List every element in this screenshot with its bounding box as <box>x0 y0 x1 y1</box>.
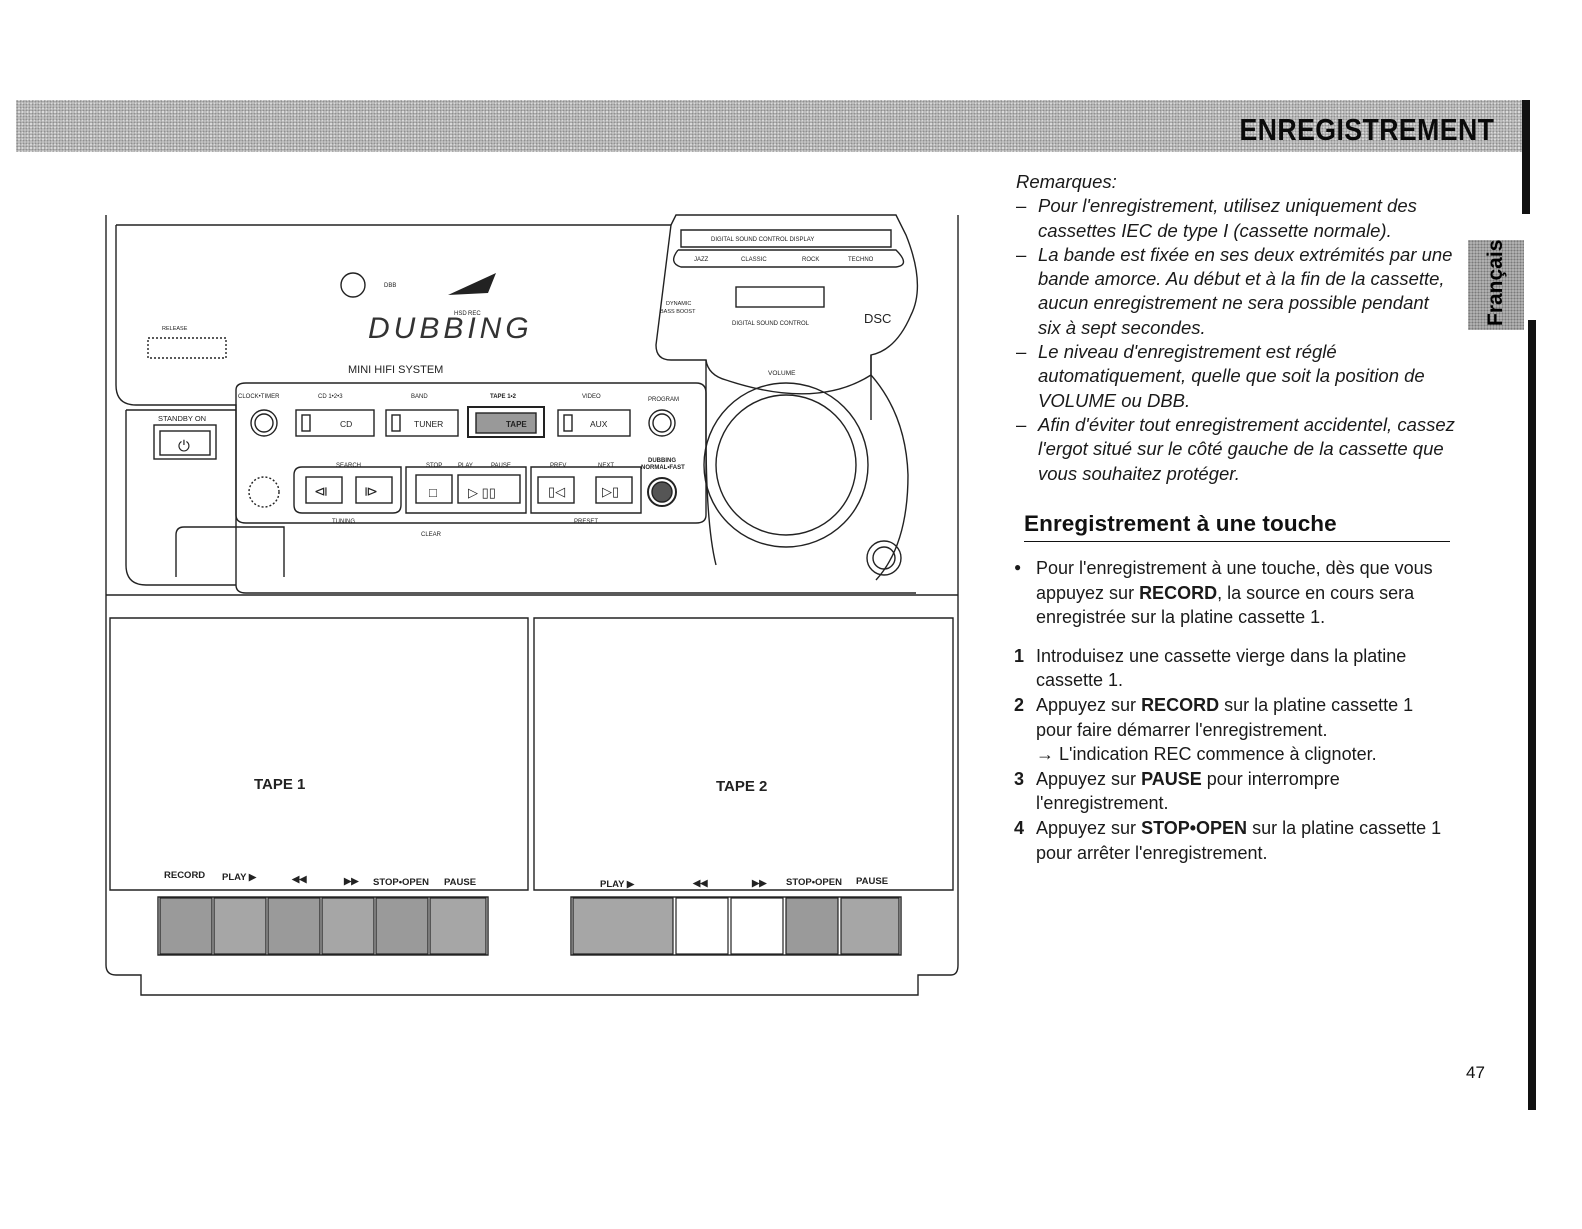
dsc-mode-techno: TECHNO <box>848 257 874 263</box>
tape2-rewind-label: ◀◀ <box>692 878 708 889</box>
dsc-display-label: DIGITAL SOUND CONTROL DISPLAY <box>711 237 814 243</box>
tape1-ff-label: ▶▶ <box>343 876 360 887</box>
section-body: Pour l'enregistrement à une touche, dès … <box>1014 555 1444 865</box>
stop-label: STOP <box>426 463 442 469</box>
model-label: MINI HIFI SYSTEM <box>348 364 443 376</box>
tape2-label: TAPE 2 <box>716 778 767 795</box>
next-label: NEXT <box>598 463 614 469</box>
notes-block: Remarques: Pour l'enregistrement, utilis… <box>1016 170 1456 486</box>
section-title: Enregistrement à une touche <box>1024 511 1450 542</box>
release-label: RELEASE <box>162 326 188 332</box>
notes-heading: Remarques: <box>1016 171 1117 192</box>
bullet-item: Pour l'enregistrement à une touche, dès … <box>1014 555 1444 630</box>
edge-mark <box>1522 100 1530 214</box>
tape2-play-label: PLAY ▶ <box>600 879 636 890</box>
dsc-control-label: DIGITAL SOUND CONTROL <box>732 321 810 327</box>
display-text: DUBBING <box>368 312 533 345</box>
tape1-rewind-label: ◀◀ <box>291 874 307 885</box>
tape2-pause-label: PAUSE <box>856 876 888 887</box>
display-dbb: DBB <box>384 283 396 289</box>
tape2-stop-label: STOP•OPEN <box>786 877 842 888</box>
step-text: Appuyez sur <box>1036 817 1142 838</box>
volume-label: VOLUME <box>768 370 796 377</box>
note-item: La bande est fixée en ses deux extrémité… <box>1016 243 1456 340</box>
step-text: sur la platine cassette 1 pour arrêter l… <box>1036 817 1442 863</box>
source-label-cd: CD 1•2•3 <box>318 394 343 400</box>
hifi-system-illustration: DUBBING DBB HSD REC MINI HIFI SYSTEM REL… <box>105 214 959 996</box>
dynamic-label: DYNAMIC <box>666 301 691 307</box>
search-label: SEARCH <box>336 463 361 469</box>
dsc-mode-jazz: JAZZ <box>694 257 709 263</box>
step-bold: RECORD <box>1141 694 1220 715</box>
prev-icon: ▯◁ <box>548 484 565 499</box>
step-item: 2 Appuyez sur RECORD sur la platine casse… <box>1014 693 1444 767</box>
tape2-ff-label: ▶▶ <box>751 878 768 889</box>
tape1-play-label: PLAY ▶ <box>222 872 258 883</box>
tape1-label: TAPE 1 <box>254 776 305 793</box>
step-number: 2 <box>1014 694 1025 715</box>
step-bold: STOP•OPEN <box>1141 817 1248 838</box>
step-number: 1 <box>1014 645 1025 666</box>
pause-label: PAUSE <box>491 463 511 469</box>
standby-label: STANDBY ON <box>158 414 206 423</box>
step-text: Appuyez sur <box>1036 768 1142 789</box>
step-number: 4 <box>1014 817 1025 838</box>
page-title: ENREGISTREMENT <box>1239 112 1494 147</box>
step-result: → L'indication REC commence à clignoter. <box>1036 744 1377 765</box>
preset-label: PRESET <box>574 519 598 525</box>
note-item: Le niveau d'enregistrement est réglé aut… <box>1016 340 1456 413</box>
step-item: 4 Appuyez sur STOP•OPEN sur la platine ca… <box>1014 816 1444 865</box>
search-fwd-icon: ⧐ <box>364 483 378 499</box>
dubbing-label: DUBBING <box>648 458 676 464</box>
bass-boost-label: BASS BOOST <box>660 309 696 315</box>
step-text: sur la platine cassette 1 pour faire dém… <box>1036 694 1414 740</box>
step-number: 3 <box>1014 768 1025 789</box>
dsc-label: DSC <box>864 311 891 326</box>
step-bold: PAUSE <box>1141 768 1202 789</box>
step-text: Introduisez une cassette vierge dans la … <box>1036 645 1407 691</box>
source-label-band: BAND <box>411 394 428 400</box>
next-icon: ▷▯ <box>602 484 619 499</box>
tuner-button: TUNER <box>414 419 443 429</box>
note-item: Pour l'enregistrement, utilisez uniqueme… <box>1016 194 1456 243</box>
page-number: 47 <box>1466 1063 1485 1082</box>
dsc-mode-rock: ROCK <box>802 257 819 263</box>
language-tab <box>1468 240 1524 330</box>
step-item: 3 Appuyez sur PAUSE pour interrompre l'en… <box>1014 767 1444 816</box>
standby-icon: ⏻ <box>178 438 190 455</box>
bullet-text: , la source en cours sera enregistrée su… <box>1036 582 1415 628</box>
language-tab-label: Français <box>1484 239 1507 326</box>
dsc-mode-classic: CLASSIC <box>741 257 767 263</box>
source-label-tape: TAPE 1•2 <box>490 394 517 400</box>
note-item: Afin d'éviter tout enregistrement accide… <box>1016 413 1456 486</box>
edge-mark <box>1528 320 1536 1110</box>
step-item: 1 Introduisez une cassette vierge dans la… <box>1014 644 1444 693</box>
dubbing-speed-label: NORMAL•FAST <box>641 465 685 471</box>
aux-button: AUX <box>590 419 608 429</box>
tape-button: TAPE <box>506 420 527 429</box>
play-label: PLAY <box>458 463 473 469</box>
search-back-icon: ⧏ <box>314 483 328 499</box>
step-text: pour interrompre l'enregistrement. <box>1036 768 1340 814</box>
tape1-record-label: RECORD <box>164 870 205 881</box>
notes-list: Pour l'enregistrement, utilisez uniqueme… <box>1016 194 1456 486</box>
bullet-bold: RECORD <box>1139 582 1218 603</box>
header-band <box>16 100 1530 152</box>
clear-label: CLEAR <box>421 532 442 538</box>
tuning-label: TUNING <box>332 519 355 525</box>
step-text: Appuyez sur <box>1036 694 1142 715</box>
program-label: PROGRAM <box>648 397 679 403</box>
display-rec: REC <box>468 311 481 317</box>
stop-icon: □ <box>429 485 437 500</box>
source-label-video: VIDEO <box>582 394 601 400</box>
cd-button: CD <box>340 419 352 429</box>
prev-label: PREV <box>550 463 566 469</box>
tape1-pause-label: PAUSE <box>444 877 476 888</box>
play-pause-icon: ▷ ▯▯ <box>468 485 496 500</box>
steps-list: 1 Introduisez une cassette vierge dans la… <box>1014 644 1444 865</box>
display-hsd: HSD <box>454 311 467 317</box>
tape1-stop-label: STOP•OPEN <box>373 877 429 888</box>
clock-timer-label: CLOCK•TIMER <box>238 394 280 400</box>
bullet-text: Pour l'enregistrement à une touche, dès … <box>1036 558 1433 603</box>
